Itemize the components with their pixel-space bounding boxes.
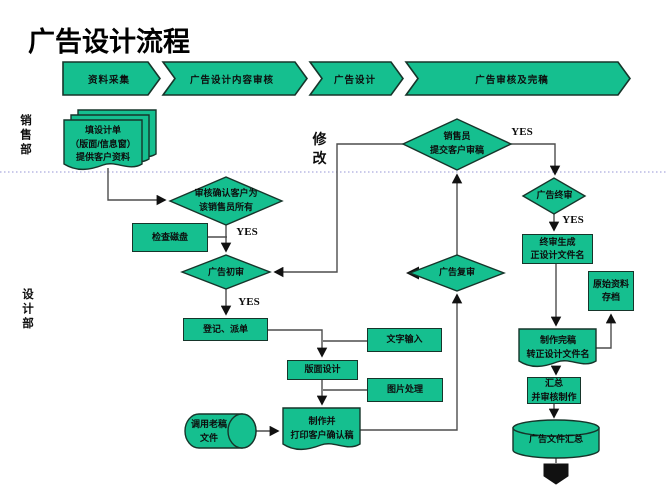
offpage-connector-shape [543,463,569,485]
phase-chevron-3 [308,61,404,96]
phase-chevron-1 [62,61,161,96]
node-image-processing: 图片处理 [367,378,443,402]
initial-review-diamond [180,254,272,290]
page-title: 广告设计流程 [28,27,190,57]
fill-design-order-doc [63,119,143,171]
ad-files-summary-cylinder-rim [512,419,600,437]
re-review-diamond [408,254,506,292]
node-check-disk: 检查磁盘 [132,223,208,252]
phase-chevron-2 [161,61,308,96]
connector-modify-loop [273,143,403,278]
node-archive-original: 原始资料 存档 [588,271,634,311]
node-final-filename: 终审生成 正设计文件名 [522,234,593,264]
phase-chevron-4 [404,61,631,96]
connector-make-to-rereview [360,293,463,431]
connector-submit-yes-to-final [511,143,561,176]
node-text-input: 文字输入 [367,328,442,352]
make-print-confirm-doc [282,407,361,451]
finalize-rename-doc [518,328,597,368]
connector-finalize-to-archive [596,313,617,349]
node-layout-design: 版面设计 [287,360,358,380]
connector-register-to-layout [268,329,328,358]
retrieve-old-files-cylinder-rim [227,413,257,449]
submit-customer-review-diamond [401,118,513,171]
node-register-dispatch: 登记、派单 [183,318,268,341]
final-review-diamond [521,177,587,215]
connector-order-to-confirm [107,168,167,206]
node-summarize-review: 汇总 并审核制作 [527,377,581,404]
confirm-customer-diamond [168,176,284,226]
